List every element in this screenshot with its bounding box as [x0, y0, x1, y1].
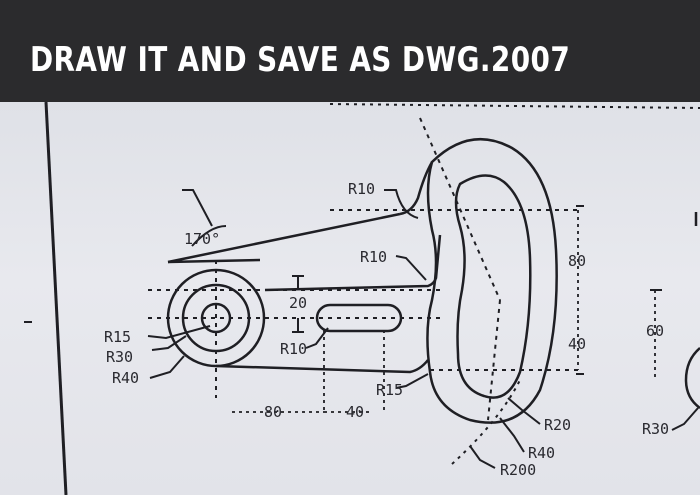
- dim-40-right-label: 40: [568, 335, 586, 353]
- r200-arc: [451, 379, 521, 465]
- drawing-paper: [0, 102, 700, 495]
- r20-label: R20: [544, 416, 571, 434]
- r30-partial-label: R30: [642, 420, 669, 438]
- dim-80-right-label: 80: [568, 252, 586, 270]
- dim-60-partial-label: 60: [646, 322, 664, 340]
- r10-slot-label: R10: [280, 340, 307, 358]
- dim-40-bottom-label: 40: [346, 403, 364, 421]
- banner-title: DRAW IT AND SAVE AS DWG.2007: [30, 40, 571, 80]
- r30-label: R30: [106, 348, 133, 366]
- dim-20-label: 20: [289, 294, 307, 312]
- sheet-border-line: [44, 101, 68, 495]
- slot-outline: [315, 303, 403, 333]
- r15-center-label: R15: [104, 328, 131, 346]
- r200-label: R200: [500, 461, 536, 479]
- r40-right-label: R40: [528, 444, 555, 462]
- r10-mid-label: R10: [360, 248, 387, 266]
- dim-80-bottom-label: 80: [264, 403, 282, 421]
- partial-right-drawing: [684, 212, 700, 410]
- dimension-ticks: [292, 205, 662, 375]
- r40-left-label: R40: [112, 369, 139, 387]
- sheet-top-dotted-line: [329, 103, 700, 109]
- dimension-lines: [232, 210, 656, 413]
- r10-top-label: R10: [348, 180, 375, 198]
- r15-lower-label: R15: [376, 381, 403, 399]
- title-banner: DRAW IT AND SAVE AS DWG.2007: [0, 0, 700, 102]
- leader-lines: [147, 189, 699, 469]
- angle-label: 170°: [184, 230, 220, 248]
